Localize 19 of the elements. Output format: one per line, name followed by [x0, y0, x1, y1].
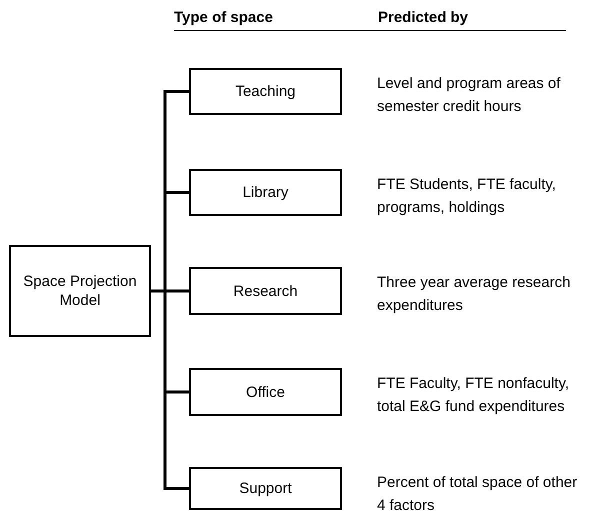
- process-box: [189, 267, 342, 315]
- column-header: Type of space: [174, 8, 273, 27]
- process-box: [9, 245, 151, 337]
- box-label: Support: [239, 479, 292, 498]
- predictor-text: FTE Faculty, FTE nonfaculty, total E&G fund expenditures: [377, 374, 570, 417]
- box-label: Research: [233, 282, 298, 300]
- predictor-text: Level and program areas of semester credit hours: [377, 74, 562, 117]
- box-label: Teaching: [235, 82, 296, 101]
- predictor-text: Three year average research expenditures: [377, 273, 572, 316]
- box-label: Space Projection Model: [22, 272, 138, 310]
- box-label: Office: [246, 382, 285, 402]
- predictor-text: FTE Students, FTE faculty, programs, holdings: [377, 175, 557, 218]
- predictor-text: Percent of total space of other 4 factors: [377, 473, 578, 511]
- process-box: [189, 467, 342, 510]
- process-box: [189, 169, 342, 216]
- process-box: [189, 68, 342, 115]
- process-box: [189, 368, 342, 416]
- box-label: Library: [242, 183, 288, 202]
- column-header: Predicted by: [378, 8, 468, 27]
